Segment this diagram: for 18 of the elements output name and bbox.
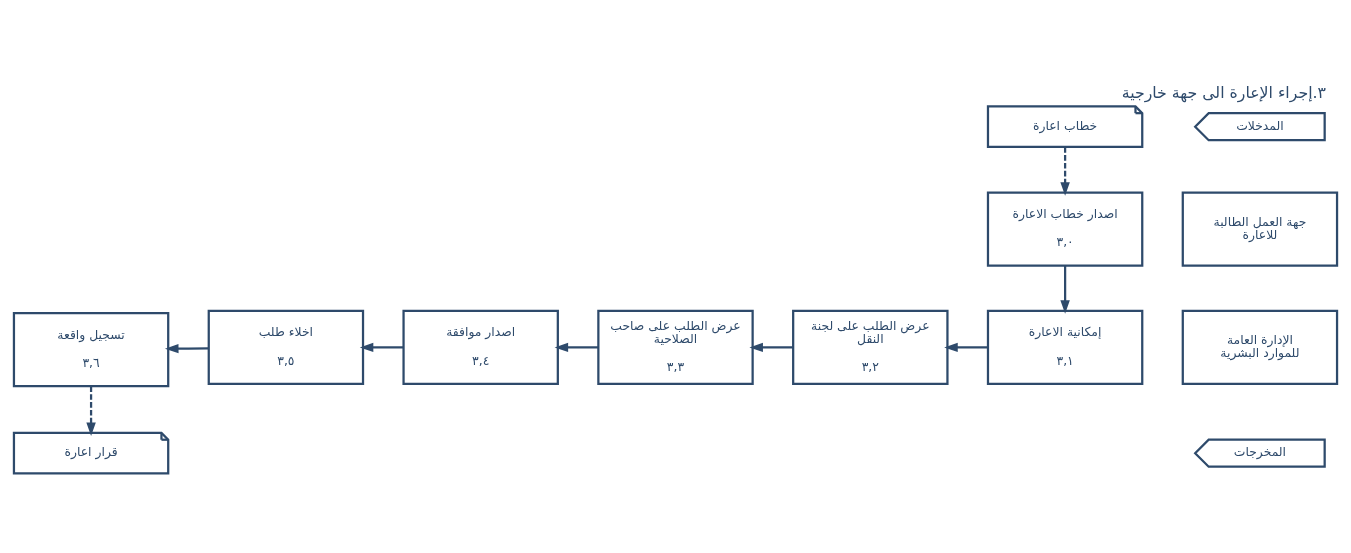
- node-box: اخلاء طلب ٣,٥: [207, 309, 365, 385]
- node-box: الإدارة العامة للموارد البشرية: [1181, 309, 1339, 385]
- diagram-title: ٣.إجراء الإعارة الى جهة خارجية: [1121, 82, 1327, 102]
- arrow: [86, 385, 96, 436]
- node-box: إمكانية الاعارة ٣,١: [986, 309, 1144, 385]
- arrow: [1060, 146, 1070, 196]
- node-box: اصدار خطاب الاعارة ٣,٠: [986, 190, 1144, 267]
- arrow: [1060, 265, 1070, 314]
- node-box: جهة العمل الطالبة للاعارة: [1181, 190, 1339, 267]
- node-box: اصدار موافقة ٣,٤: [402, 309, 559, 385]
- arrow: [749, 342, 794, 352]
- arrow: [164, 343, 209, 353]
- arrow: [944, 342, 988, 352]
- node-box: عرض الطلب على لجنة النقل ٣,٢: [792, 309, 949, 385]
- node-box: عرض الطلب على صاحب الصلاحية ٣,٣: [597, 309, 754, 385]
- arrow: [554, 342, 599, 352]
- arrow: [359, 342, 404, 352]
- node-box: تسجيل واقعة ٣,٦: [12, 311, 170, 387]
